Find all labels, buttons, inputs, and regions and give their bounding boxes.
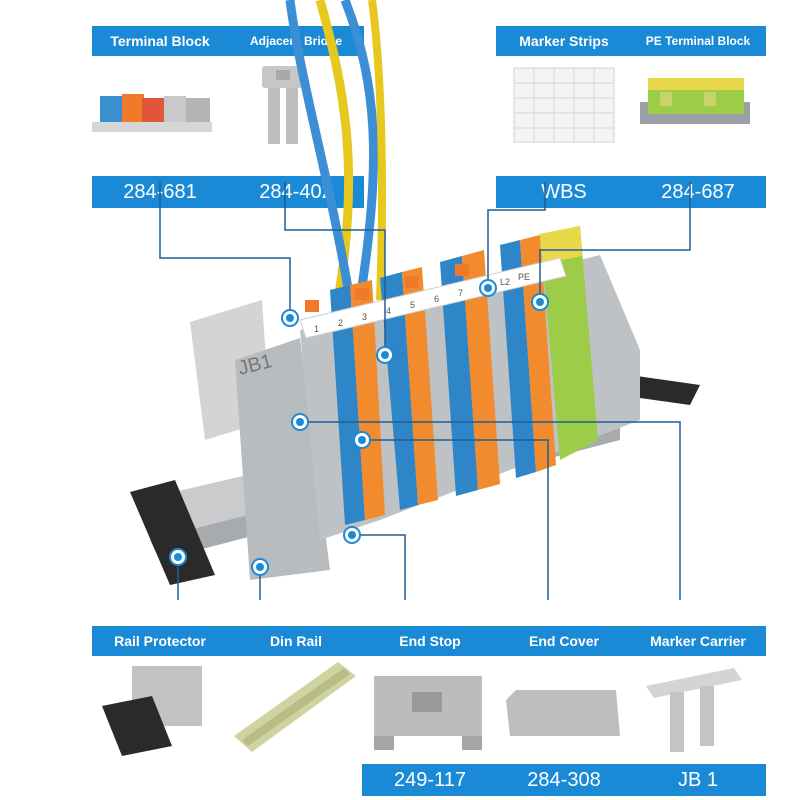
- rail-protector-thumbnail: [92, 656, 228, 758]
- blue-wire: [285, 0, 355, 301]
- strip-number: L2: [500, 277, 510, 287]
- end-cover-thumbnail: [496, 656, 632, 758]
- strip-number: 5: [410, 300, 415, 310]
- card-terminal-block: Terminal Block 284-681: [92, 26, 228, 208]
- end-stop-thumbnail: [362, 656, 498, 758]
- blue-wire-2: [340, 0, 378, 301]
- card-end-cover: End Cover 284-308: [496, 626, 632, 796]
- strip-number: 6: [434, 294, 439, 304]
- card-title: Terminal Block: [92, 26, 228, 56]
- card-marker-strips: Marker Strips WBS: [496, 26, 632, 208]
- card-title: Marker Carrier: [630, 626, 766, 656]
- card-code: 249-117: [362, 764, 498, 796]
- callout-dots: [169, 279, 549, 576]
- marker-carrier-thumbnail: [630, 656, 766, 758]
- card-code: 284-308: [496, 764, 632, 796]
- din-rail-thumbnail: [228, 656, 364, 758]
- card-marker-carrier: Marker Carrier JB 1: [630, 626, 766, 796]
- card-title: Rail Protector: [92, 626, 228, 656]
- card-title: Marker Strips: [496, 26, 632, 56]
- card-rail-protector: Rail Protector: [92, 626, 228, 780]
- terminal-block-thumbnail: [92, 56, 228, 152]
- callout-dot-marker-carrier: [291, 413, 309, 431]
- card-title: PE Terminal Block: [630, 26, 766, 56]
- card-end-stop: End Stop 249-117: [362, 626, 498, 796]
- strip-number: 2: [338, 318, 343, 328]
- strip-number: 4: [386, 306, 391, 316]
- card-din-rail: Din Rail: [228, 626, 364, 780]
- callout-dot-marker-strips: [479, 279, 497, 297]
- card-code: JB 1: [630, 764, 766, 796]
- terminal-bodies: [330, 226, 598, 525]
- card-title: Din Rail: [228, 626, 364, 656]
- terminal-assembly-photo: JB1 1 2 3 4 5 6 7 L1 L2 PE: [130, 0, 700, 600]
- marker-strips-thumbnail: [496, 56, 632, 152]
- pe-mark: PE: [518, 272, 530, 282]
- strip-number: 3: [362, 312, 367, 322]
- card-pe-terminal-block: PE Terminal Block 284-687: [630, 26, 766, 208]
- card-code: WBS: [496, 176, 632, 208]
- callout-dot-pe-terminal: [531, 293, 549, 311]
- pe-terminal-block-thumbnail: [630, 56, 766, 152]
- callout-dot-end-stop: [343, 526, 361, 544]
- strip-number: 1: [314, 324, 319, 334]
- callout-dot-terminal-block: [281, 309, 299, 327]
- card-title: End Cover: [496, 626, 632, 656]
- strip-number: 7: [458, 288, 463, 298]
- callout-dot-din-rail: [251, 558, 269, 576]
- callout-dot-end-cover: [353, 431, 371, 449]
- callout-dot-rail-protector: [169, 548, 187, 566]
- card-code: 284-402: [228, 176, 364, 208]
- rail-protector-shape: [130, 375, 700, 585]
- card-title: End Stop: [362, 626, 498, 656]
- callout-dot-adjacent-bridge: [376, 346, 394, 364]
- card-code: 284-687: [630, 176, 766, 208]
